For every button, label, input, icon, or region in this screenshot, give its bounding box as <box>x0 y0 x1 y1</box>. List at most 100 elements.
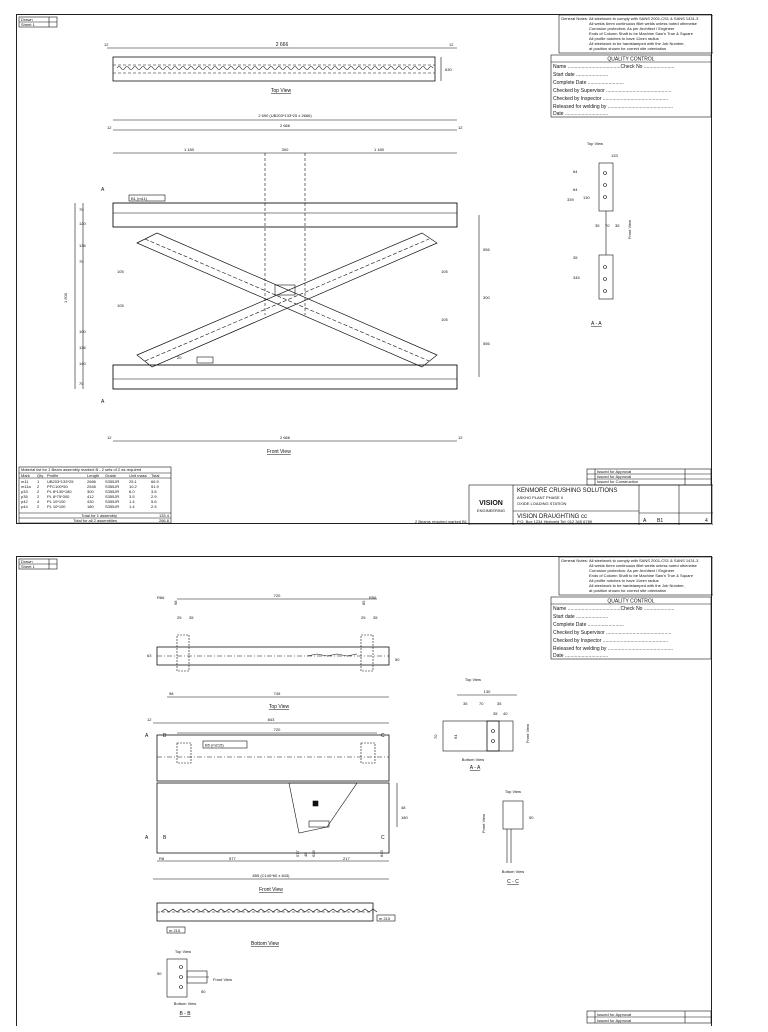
qc-row: Start date ....................... <box>553 614 608 620</box>
section-mark: C <box>381 733 385 739</box>
dim-label: 25 <box>361 615 366 620</box>
parts-cell: 412 <box>87 494 94 499</box>
parts-cell: PL 8*130*180 <box>47 489 72 494</box>
dim-label: 100 <box>79 329 86 334</box>
parts-cell: 3.5 <box>129 494 135 499</box>
dim-label: 35 <box>573 255 578 260</box>
dim-label: 25 <box>177 615 182 620</box>
qc-row: Date ............................... <box>553 111 608 117</box>
note-line: at position shown for correct site orien… <box>589 588 666 593</box>
parts-cell: S355JR <box>105 499 119 504</box>
dim-label: 70 <box>479 701 484 706</box>
view-tag: Top View <box>587 141 603 146</box>
view-tag: Front View <box>627 220 632 239</box>
member-tag: B5 (m215) <box>205 743 224 748</box>
dim-label: 2 666 <box>276 42 289 48</box>
revision-table: Issued for Approval Issued for Approval … <box>586 468 712 486</box>
corner-label-2: Sheet 1 <box>21 22 36 27</box>
parts-cell: 2 <box>37 489 40 494</box>
dim-label: 64 <box>573 169 578 174</box>
parts-cell: p35 <box>21 494 28 499</box>
dim-label: 105 <box>117 269 124 274</box>
dim-label: 50 <box>395 657 400 662</box>
bottom-view: m 215 m 215 Bottom View <box>156 902 396 947</box>
parts-cell: 2 <box>37 494 40 499</box>
company-name: VISION DRAUGHTING cc <box>517 514 587 520</box>
qc-row: Released for welding by ................… <box>553 646 673 652</box>
dim-label: 48 <box>303 852 308 857</box>
section-a-a: Top View 130 35 70 35 35 40 70 64 Front … <box>433 677 530 771</box>
top-view: 12 2 666 12 630 Top View <box>104 42 457 94</box>
logo-vision: VISION <box>479 500 503 507</box>
dim-label: 63 <box>147 653 152 658</box>
dim-label: 2 666 <box>280 435 291 440</box>
footnote: 2 Beams required marked B1 <box>415 519 468 524</box>
view-tag: Top View <box>465 677 481 682</box>
dim-label: 855 (C140*60 x 843) <box>253 873 291 878</box>
note-line: Ends of Column Shaft to be Machine Saw'n… <box>589 31 694 36</box>
drawing-number: B1 <box>657 518 663 524</box>
section-a-a: Top View 133 64 64 130 339 35 70 35 35 3… <box>567 141 632 327</box>
note-line: All profile notches to have 11mm radius <box>589 36 659 41</box>
parts-cell: 25.1 <box>129 479 138 484</box>
dim-label: 720 <box>274 727 281 732</box>
qc-row: Complete Date .......................... <box>553 622 624 628</box>
dim-label: 1 180 <box>374 147 385 152</box>
dim-label: 577 <box>295 850 300 857</box>
dim-label: 20 <box>177 355 182 360</box>
parts-column-header: Mark <box>21 473 30 478</box>
dim-label: 626 <box>311 850 316 857</box>
corner-label-1: Drawn <box>21 559 33 564</box>
dim-label: 120 <box>79 221 86 226</box>
dim-label: 12 <box>458 435 463 440</box>
view-label-bottom: Bottom View <box>251 941 279 947</box>
dim-label: 40 <box>503 711 508 716</box>
dim-label: 64 <box>573 187 578 192</box>
revision-number: 4 <box>705 518 708 524</box>
note-line: at position shown for correct site orien… <box>589 46 666 51</box>
view-tag: Front View <box>481 814 486 833</box>
view-label-top: Top View <box>271 88 292 94</box>
qc-row: Checked by Supervisor ..................… <box>553 630 671 636</box>
note-line: Corrosion protection: As per Architect /… <box>589 568 675 573</box>
parts-sum-value: 133.4 <box>159 513 170 518</box>
dim-label: 630 <box>445 67 452 72</box>
parts-cell: p42 <box>21 499 28 504</box>
dim-label: 50 <box>157 971 162 976</box>
section-mark: A <box>101 399 105 405</box>
dim-label: 35 <box>189 615 194 620</box>
revision-row: Issued for Construction <box>597 479 638 484</box>
parts-cell: 51.9 <box>151 484 160 489</box>
top-view: R66 98 720 85 R56 25 35 25 35 63 50 98 7… <box>147 593 400 710</box>
dim-label: 720 <box>274 593 281 598</box>
section-mark: A <box>145 733 149 739</box>
dim-label: 136 <box>79 345 86 350</box>
note-line: All steelwork to be hardstamped with the… <box>589 41 685 46</box>
front-view: 2 690 (UB203*133*25 x 2666) 2 666 12 12 … <box>63 113 490 455</box>
sheet-2-canvas: Drawn Sheet 1 General Notes: All steelwo… <box>18 556 714 1024</box>
dim-label: 136 <box>79 243 86 248</box>
corner-block: Drawn Sheet 1 <box>18 558 58 570</box>
parts-total-value: 266.8 <box>159 518 170 523</box>
dim-label: 2 690 (UB203*133*25 x 2666) <box>258 113 312 118</box>
qc-row: Complete Date .......................... <box>553 80 624 86</box>
member-tag: m 215 <box>169 928 181 933</box>
view-tag: Bottom View <box>462 757 484 762</box>
corner-block: Drawn Sheet 1 <box>18 16 58 28</box>
dim-label: R8 <box>159 856 165 861</box>
item-name: OXIDE LOADING STATION <box>517 501 567 506</box>
dim-label: 48 <box>401 805 406 810</box>
parts-cell: 2545 <box>87 484 97 489</box>
dim-label: 1 500 <box>63 292 68 303</box>
logo-subtitle: ENGINEERING <box>477 508 505 513</box>
quality-control-box: QUALITY CONTROL Name ...................… <box>550 596 712 660</box>
dim-label: 50 <box>201 989 206 994</box>
dim-label: 1 180 <box>184 147 195 152</box>
dim-label: 12 <box>104 42 109 47</box>
parts-cell: 1 <box>37 479 40 484</box>
view-label-front: Front View <box>259 887 283 893</box>
parts-total-label: Total for all 2 assemblies <box>73 518 117 523</box>
revision-row: Issued for Approval <box>597 1012 631 1017</box>
drawing-sheet-2: Drawn Sheet 1 General Notes: All steelwo… <box>16 556 714 1026</box>
parts-cell: 430 <box>87 499 94 504</box>
